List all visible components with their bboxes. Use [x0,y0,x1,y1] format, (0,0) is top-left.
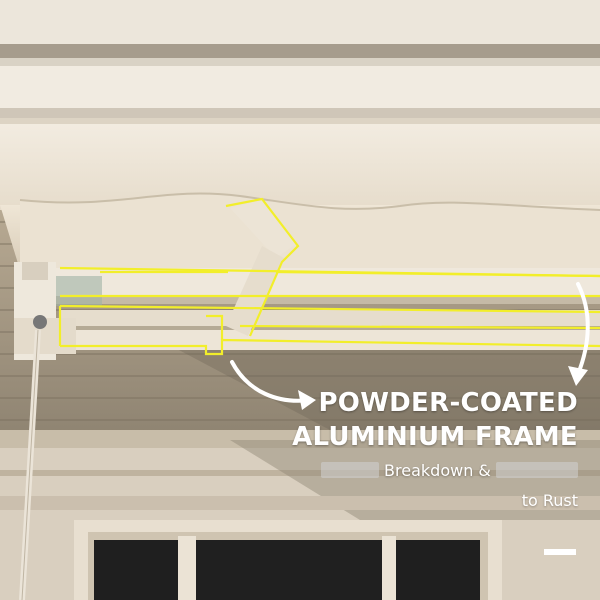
folding-arm [230,200,296,258]
headline-line-1: POWDER-COATED [318,388,578,418]
wall-bracket [14,262,102,360]
subtitle-text-1: Breakdown & [384,461,491,480]
headline-line-2: ALUMINIUM FRAME [292,422,578,452]
subtitle-line-2: to Rust [218,488,578,514]
redacted-text [496,462,578,478]
feature-caption: POWDER-COATED ALUMINIUM FRAME Breakdown … [218,386,578,514]
subtitle-line-1: Breakdown & [218,458,578,484]
awning-cassette [0,118,600,210]
subtitle-text-2: to Rust [521,491,578,510]
window [74,520,502,600]
frame-highlight [58,197,600,356]
arrow-left [230,360,316,410]
slide-indicator [544,549,576,555]
arrow-right [568,282,590,386]
redacted-text [320,462,379,478]
